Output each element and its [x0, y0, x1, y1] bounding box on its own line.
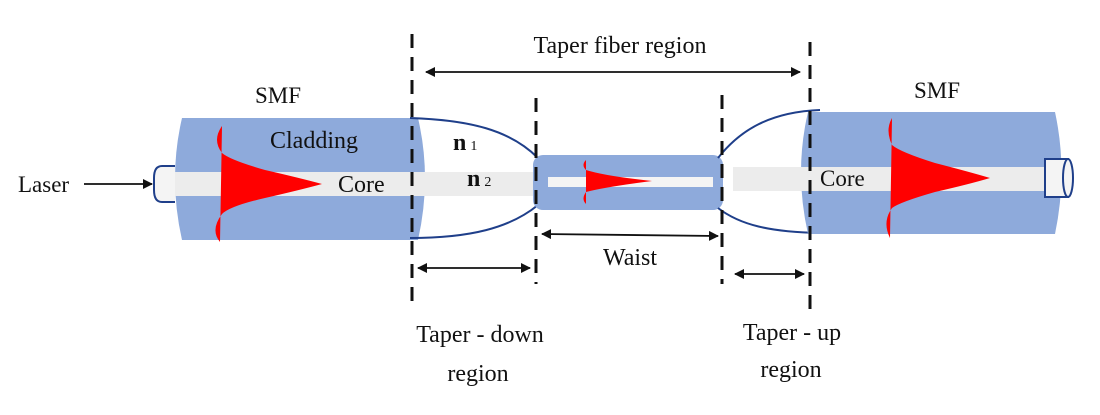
right-mode-profile — [886, 118, 990, 238]
taper-up-lower-boundary — [717, 207, 821, 234]
taper-up-upper-boundary — [717, 109, 821, 159]
label-taper-up-line1: Taper - up — [743, 320, 841, 346]
label-smf-right: SMF — [914, 78, 960, 103]
label-taper-down-line1: Taper - down — [416, 322, 544, 348]
laser-input-connector — [153, 165, 175, 203]
waist-mode-profile — [583, 160, 652, 204]
title-taper-fiber-region: Taper fiber region — [534, 33, 707, 59]
label-smf-left: SMF — [255, 83, 301, 108]
waist-arrow — [541, 229, 719, 241]
taper-down-upper-boundary — [409, 117, 539, 159]
taper-down-lower-boundary — [409, 204, 539, 239]
label-waist: Waist — [603, 245, 657, 271]
label-cladding: Cladding — [270, 128, 358, 154]
label-core-left: Core — [338, 172, 385, 198]
label-core-right: Core — [820, 166, 865, 191]
label-taper-up-line2: region — [760, 357, 821, 383]
label-laser: Laser — [18, 172, 69, 197]
left-mode-profile — [215, 126, 322, 242]
label-taper-down-line2: region — [447, 361, 508, 387]
output-connector-end — [1062, 158, 1074, 198]
